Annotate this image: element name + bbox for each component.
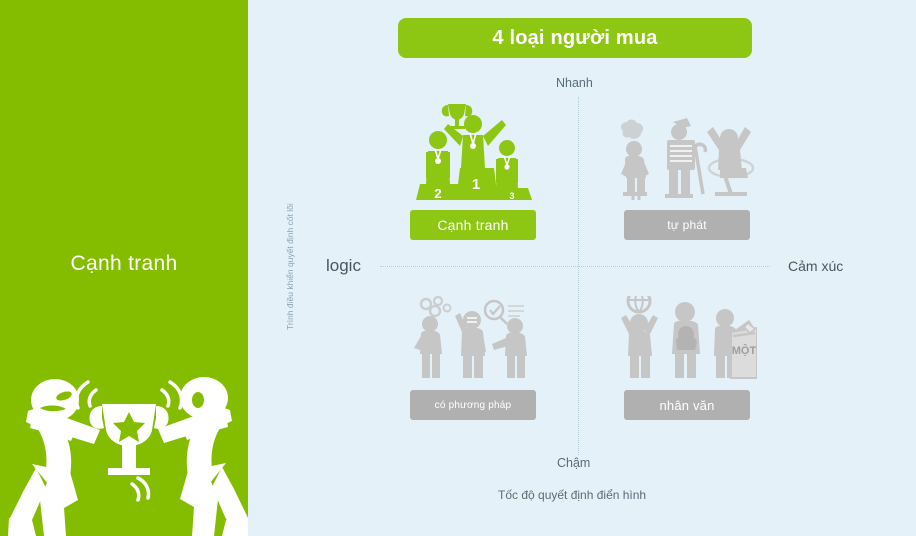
spontaneous-people-icon <box>620 118 755 200</box>
axis-label-slow: Chậm <box>557 456 591 470</box>
axis-label-fast: Nhanh <box>556 76 593 90</box>
page-title-banner: 4 loại người mua <box>398 18 752 58</box>
humanitarian-donation-icon: MỘT <box>621 296 757 379</box>
quadrant-top-right[interactable]: tự phát <box>592 116 782 240</box>
svg-text:1: 1 <box>472 176 480 193</box>
quadrant-icon-wrapper: 1 2 3 <box>408 96 538 200</box>
methodical-thinkers-icon <box>414 296 527 378</box>
svg-text:3: 3 <box>509 191 514 200</box>
vertical-axis-title: Trình điều khiển quyết định cốt lõi <box>285 203 295 330</box>
left-panel: Cạnh tranh <box>0 0 248 536</box>
tug-of-war-trophy-icon <box>8 377 248 536</box>
page-title: 4 loại người mua <box>492 26 658 49</box>
quadrant-bottom-right[interactable]: MỘT nhân văn <box>592 296 782 420</box>
vertical-axis-line <box>578 97 579 455</box>
horizontal-axis-line <box>380 266 770 267</box>
svg-text:2: 2 <box>434 186 441 200</box>
donation-box-label: MỘT <box>732 344 757 357</box>
quadrant-badge-methodical[interactable]: có phương pháp <box>410 390 536 420</box>
axis-label-logic: logic <box>326 256 361 275</box>
quadrant-icon-wrapper: MỘT <box>617 296 757 380</box>
quadrant-bottom-left[interactable]: có phương pháp <box>378 296 568 420</box>
axis-label-emotion: Cảm xúc <box>788 258 844 274</box>
podium-winners-trophy-icon: 1 2 3 <box>416 104 532 200</box>
quadrant-badge-humanitarian[interactable]: nhân văn <box>624 390 750 420</box>
quadrant-badge-spontaneous[interactable]: tự phát <box>624 210 750 240</box>
quadrant-icon-wrapper <box>617 116 757 200</box>
quadrant-badge-competitive[interactable]: Cạnh tranh <box>410 210 536 240</box>
horizontal-axis-title: Tốc độ quyết định điển hình <box>498 488 647 502</box>
quadrant-icon-wrapper <box>408 296 538 380</box>
quadrant-top-left[interactable]: 1 2 3 Cạnh tranh <box>378 96 568 240</box>
left-panel-title: Cạnh tranh <box>70 252 178 275</box>
